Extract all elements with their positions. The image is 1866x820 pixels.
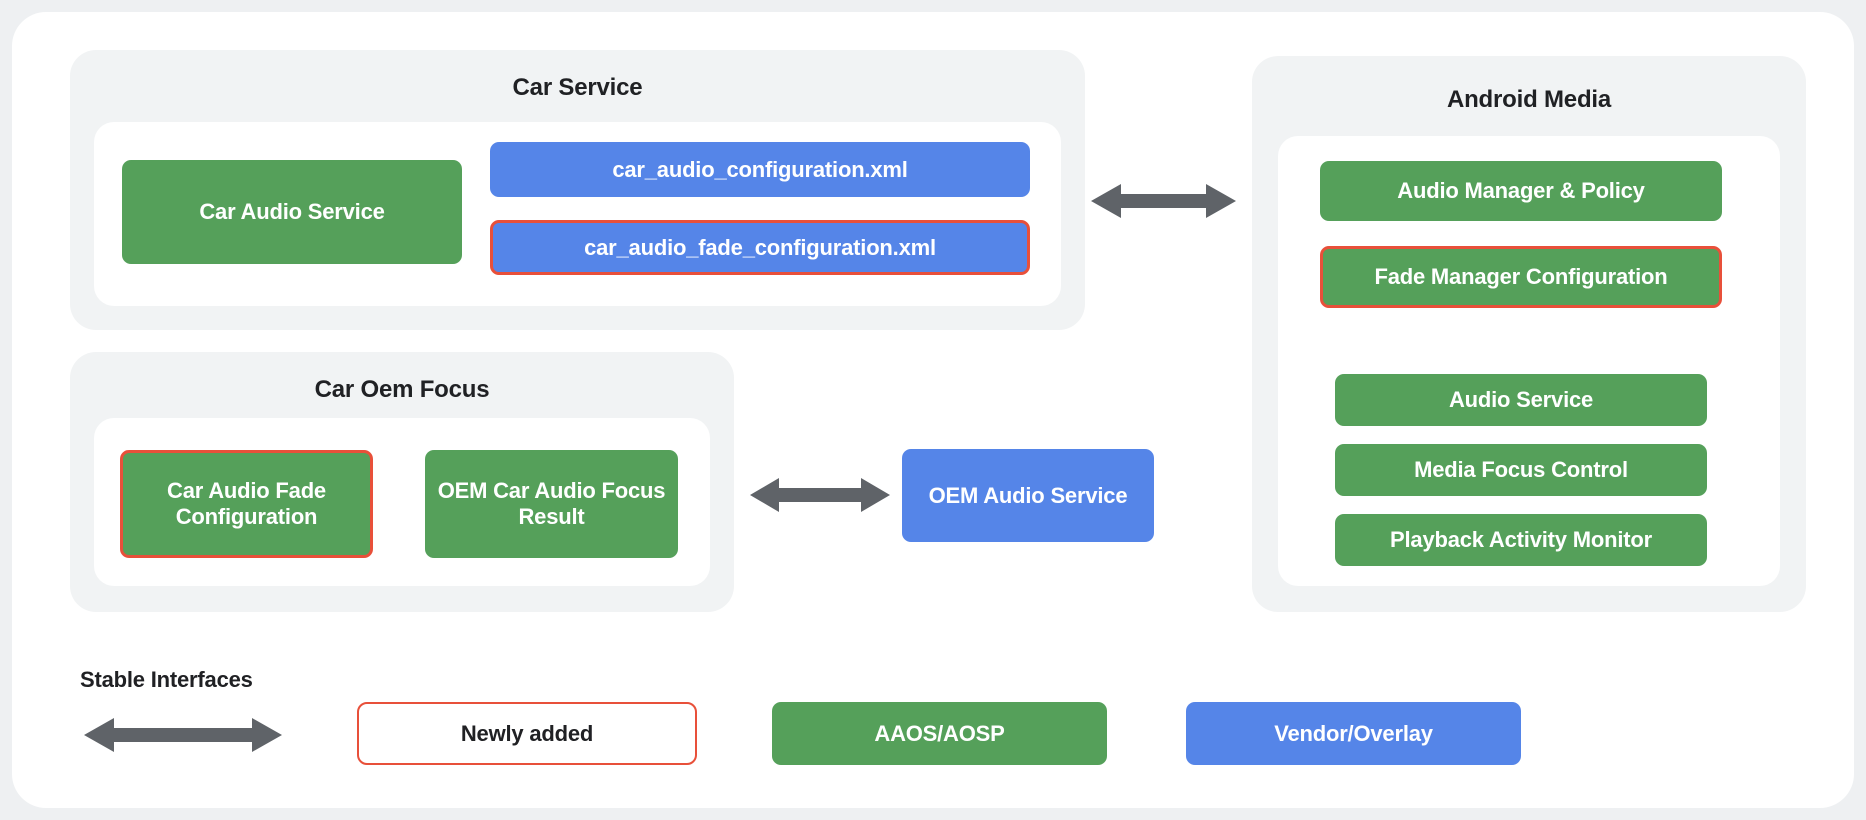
double-arrow-icon: [750, 478, 890, 512]
box-playback-activity-monitor-label: Playback Activity Monitor: [1390, 527, 1652, 553]
arrow-car-oem-focus-to-oem-audio-service: [750, 474, 890, 516]
box-car-audio-service[interactable]: Car Audio Service: [122, 160, 462, 264]
legend-item-vendor-overlay-label: Vendor/Overlay: [1274, 720, 1433, 746]
box-media-focus-control[interactable]: Media Focus Control: [1335, 444, 1707, 496]
group-car-service-title: Car Service: [512, 74, 643, 101]
box-car-audio-configuration-xml[interactable]: car_audio_configuration.xml: [490, 142, 1030, 197]
box-playback-activity-monitor[interactable]: Playback Activity Monitor: [1335, 514, 1707, 566]
legend-title: Stable Interfaces: [80, 667, 253, 692]
box-car-audio-fade-configuration[interactable]: Car Audio Fade Configuration: [120, 450, 373, 558]
double-arrow-icon: [84, 718, 282, 752]
box-oem-audio-service[interactable]: OEM Audio Service: [902, 449, 1154, 542]
box-audio-manager-policy-label: Audio Manager & Policy: [1397, 178, 1645, 204]
box-car-audio-fade-configuration-xml[interactable]: car_audio_fade_configuration.xml: [490, 220, 1030, 275]
box-audio-service-label: Audio Service: [1448, 387, 1594, 413]
group-android-media: Android Media Audio Manager & Policy Fad…: [1252, 56, 1806, 612]
legend-item-vendor-overlay[interactable]: Vendor/Overlay: [1186, 702, 1521, 765]
legend-item-newly-added-label: Newly added: [460, 720, 594, 746]
box-car-audio-service-label: Car Audio Service: [199, 199, 385, 225]
box-car-audio-fade-configuration-xml-label: car_audio_fade_configuration.xml: [584, 234, 936, 260]
box-media-focus-control-label: Media Focus Control: [1414, 457, 1628, 483]
group-car-oem-focus-title: Car Oem Focus: [314, 376, 490, 403]
box-audio-manager-policy[interactable]: Audio Manager & Policy: [1320, 161, 1722, 221]
box-car-audio-configuration-xml-label: car_audio_configuration.xml: [612, 156, 908, 182]
double-arrow-icon: [1091, 184, 1236, 218]
diagram-card: Car Service Car Audio Service car_audio_…: [12, 12, 1854, 808]
box-fade-manager-configuration-label: Fade Manager Configuration: [1374, 264, 1668, 290]
box-oem-car-audio-focus-result[interactable]: OEM Car Audio Focus Result: [425, 450, 678, 558]
box-fade-manager-configuration[interactable]: Fade Manager Configuration: [1320, 246, 1722, 308]
arrow-car-service-to-android-media: [1091, 180, 1236, 222]
group-car-service: Car Service Car Audio Service car_audio_…: [70, 50, 1085, 330]
legend-item-aaos-aosp-label: AAOS/AOSP: [874, 720, 1005, 746]
group-car-oem-focus: Car Oem Focus Car Audio Fade Configurati…: [70, 352, 734, 612]
box-oem-car-audio-focus-result-label: OEM Car Audio Focus Result: [437, 478, 666, 529]
legend-item-aaos-aosp[interactable]: AAOS/AOSP: [772, 702, 1107, 765]
box-car-audio-fade-configuration-label: Car Audio Fade Configuration: [167, 478, 326, 529]
box-audio-service[interactable]: Audio Service: [1335, 374, 1707, 426]
legend-item-newly-added[interactable]: Newly added: [357, 702, 697, 765]
group-android-media-title: Android Media: [1446, 86, 1612, 113]
legend-stable-interfaces-arrow: [84, 714, 282, 756]
box-oem-audio-service-label: OEM Audio Service: [928, 482, 1128, 508]
